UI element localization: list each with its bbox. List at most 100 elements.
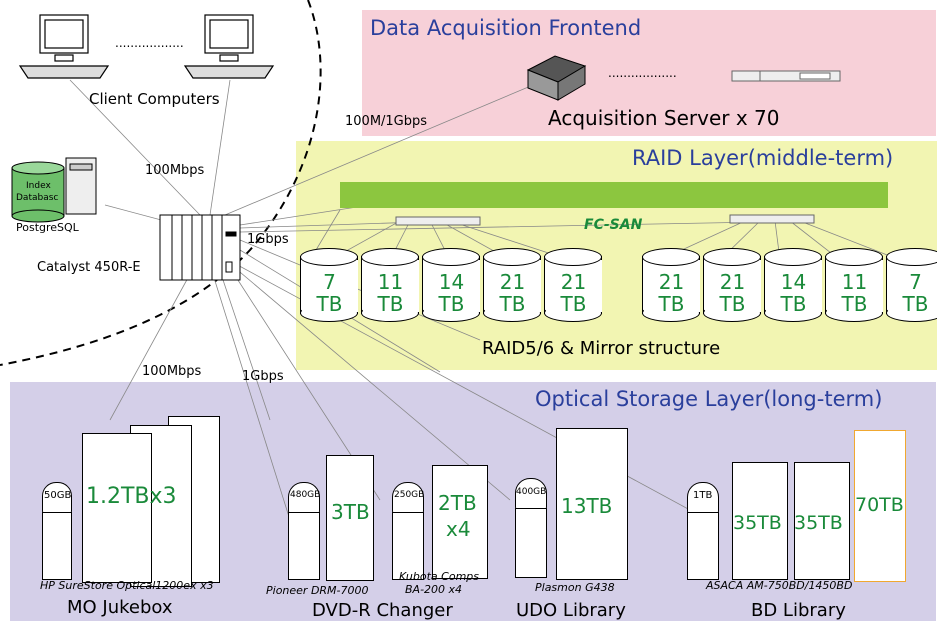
mo-drive-label: 50GB <box>44 490 72 501</box>
catalyst-switch-icon <box>159 214 241 281</box>
fc-san-label: FC-SAN <box>584 217 643 233</box>
dvd-tower-2 <box>392 512 424 580</box>
raid-disk-top <box>703 248 761 266</box>
raid-disk-body-mask <box>484 260 541 312</box>
raid-disk-top <box>300 248 358 266</box>
bd-model: ASACA AM-750BD/1450BD <box>706 579 853 592</box>
frontend-title: Data Acquisition Frontend <box>370 16 642 40</box>
raid-disk-body-mask <box>765 260 822 312</box>
bd-cabinet-1 <box>732 462 788 580</box>
raid-structure-label: RAID5/6 & Mirror structure <box>482 338 721 359</box>
raid-disk-number: 14 <box>438 270 465 294</box>
network-boundary-arc <box>0 0 322 366</box>
mo-drive-icon <box>42 482 72 514</box>
dvd-capacity-1: 3TB <box>331 500 370 524</box>
dvd-model-2b: BA-200 x4 <box>405 583 463 596</box>
bd-name: BD Library <box>751 600 846 621</box>
udo-cabinet <box>556 428 628 580</box>
raid-disk-unit: TB <box>719 292 746 316</box>
raid-title: RAID Layer(middle-term) <box>632 146 894 170</box>
raid-disk-top <box>825 248 883 266</box>
udo-tower <box>515 508 547 578</box>
raid-disk-number: 21 <box>719 270 746 294</box>
raid-disk-number: 14 <box>780 270 807 294</box>
mo-tower <box>42 512 72 580</box>
bd-capacity-3: 70TB <box>855 494 904 516</box>
clients-dots: .................. <box>115 36 184 50</box>
client-computers-label: Client Computers <box>89 90 220 108</box>
dvd-drive-icon-1 <box>288 482 320 514</box>
raid-disk-body-mask <box>826 260 883 312</box>
udo-drive-label: 400GB <box>516 487 547 497</box>
udo-name: UDO Library <box>516 600 626 621</box>
speed-label-raid: 1Gbps <box>247 232 289 247</box>
raid-disk-unit: TB <box>780 292 807 316</box>
raid-disk-number: 21 <box>560 270 587 294</box>
raid-disk-top <box>361 248 419 266</box>
speed-label-mo: 100Mbps <box>142 364 202 379</box>
acquisition-server-label: Acquisition Server x 70 <box>548 106 780 130</box>
client-computer-right <box>183 14 275 79</box>
raid-disk-unit: TB <box>658 292 685 316</box>
raid-disk-top <box>886 248 937 266</box>
dvd-model-1: Pioneer DRM-7000 <box>266 584 369 597</box>
raid-disk-top <box>764 248 822 266</box>
raid-disk-body-mask <box>887 260 937 312</box>
catalyst-label: Catalyst 450R-E <box>37 260 141 275</box>
raid-disk-unit: TB <box>438 292 465 316</box>
mo-name: MO Jukebox <box>67 597 173 618</box>
udo-capacity: 13TB <box>561 494 613 518</box>
dvd-drive-label-2: 250GB <box>394 490 425 500</box>
bd-drive-label: 1TB <box>693 490 713 501</box>
mo-jukebox-cabinet <box>82 433 152 583</box>
raid-disk-top <box>642 248 700 266</box>
dvd-capacity-2b: x4 <box>446 517 471 541</box>
raid-disk-number: 11 <box>841 270 868 294</box>
raid-disk-number: 21 <box>658 270 685 294</box>
dvd-drive-icon-2 <box>392 482 424 514</box>
fc-switch-left <box>395 216 481 226</box>
acquisition-server-icon <box>526 55 587 101</box>
raid-disk-body-mask <box>545 260 602 312</box>
optical-title: Optical Storage Layer(long-term) <box>535 387 883 411</box>
raid-disk-body-mask <box>704 260 761 312</box>
raid-disk-number: 21 <box>499 270 526 294</box>
postgres-label: PostgreSQL <box>16 221 79 234</box>
raid-disk-unit: TB <box>560 292 587 316</box>
raid-disk-body-mask <box>423 260 480 312</box>
dvd-tower-1 <box>288 512 320 580</box>
index-db-text-2: Databasc <box>16 193 59 203</box>
raid-disk-body-mask <box>301 260 358 312</box>
raid-disk-body-mask <box>362 260 419 312</box>
fc-switch-right <box>729 214 815 224</box>
dvd-capacity-2a: 2TB <box>438 491 477 515</box>
dvd-cabinet-1 <box>326 455 374 581</box>
bd-cabinet-2 <box>794 462 850 580</box>
speed-label-clients: 100Mbps <box>145 163 205 178</box>
bd-capacity-1: 35TB <box>733 512 782 534</box>
raid-disk-top <box>544 248 602 266</box>
bd-tower <box>687 512 719 580</box>
index-db-text-1: Index <box>26 181 51 191</box>
raid-disk-top <box>483 248 541 266</box>
raid-disk-body-mask <box>643 260 700 312</box>
dvd-name: DVD-R Changer <box>312 600 453 621</box>
servers-dots: .................. <box>608 66 677 80</box>
raid-disk-number: 7 <box>323 270 336 294</box>
raid-disk-unit: TB <box>841 292 868 316</box>
dvd-cabinet-2 <box>432 465 488 579</box>
bd-capacity-2: 35TB <box>794 512 843 534</box>
raid-disk-unit: TB <box>377 292 404 316</box>
raid-disk-top <box>422 248 480 266</box>
raid-disk-number: 11 <box>377 270 404 294</box>
